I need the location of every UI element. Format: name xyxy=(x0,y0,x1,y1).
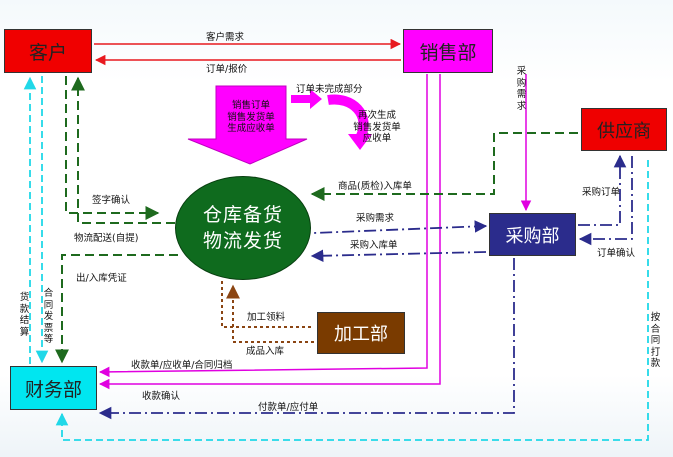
sales-docs-line3: 生成应收单 xyxy=(227,123,275,134)
purchase-dept-node: 采购部 xyxy=(489,213,576,256)
curved-arrow-head xyxy=(348,134,372,150)
regen-line1: 再次生成 xyxy=(357,110,396,121)
label-order-quote: 订单/报价 xyxy=(206,64,248,75)
arrow-purchase-demand xyxy=(313,220,488,234)
label-purchase-demand: 采购需求 xyxy=(356,213,395,224)
regen-line2: 销售发货单 xyxy=(353,121,401,133)
arrow-order-confirm xyxy=(578,156,633,246)
processing-dept-node: 加工部 xyxy=(317,312,405,354)
arrow-payment-docs xyxy=(98,258,515,420)
arrow-goods-inbound xyxy=(310,132,578,201)
label-purchase-order: 采购订单 xyxy=(582,187,621,198)
label-order-unfinished: 订单未完成部分 xyxy=(296,84,363,95)
label-by-contract-pay-vertical: 按合同打款 xyxy=(650,312,661,369)
line-sales-finance-outer xyxy=(98,74,441,390)
sales-docs-line1: 销售订单 xyxy=(231,100,270,111)
warehouse-line1: 仓库备货 xyxy=(202,204,283,226)
label-purchase-demand-vertical: 采购需求 xyxy=(516,66,527,112)
sales-dept-node: 销售部 xyxy=(403,29,493,73)
arrow-purchase-order xyxy=(578,154,627,226)
arrow-delivery-to-customer xyxy=(71,76,175,224)
label-receipt-confirm: 收款确认 xyxy=(142,391,181,402)
label-payment-settle-vertical: 货款结算 xyxy=(19,292,30,338)
label-order-confirm: 订单确认 xyxy=(597,248,636,259)
big-down-arrow xyxy=(187,85,308,165)
label-regenerate: 再次生成 销售发货单 应收单 xyxy=(344,110,410,145)
arrow-purchase-inbound xyxy=(310,249,487,263)
label-goods-inbound: 商品(质检)入库单 xyxy=(338,181,412,192)
arrow-by-contract-pay xyxy=(55,160,649,441)
label-sales-docs: 销售订单 销售发货单 生成应收单 xyxy=(218,100,284,135)
regen-line3: 应收单 xyxy=(362,133,392,144)
label-receipt-docs: 收款单/应收单/合同归档 xyxy=(131,360,233,371)
label-purchase-inbound: 采购入库单 xyxy=(350,240,398,251)
finance-dept-node: 财务部 xyxy=(10,366,97,410)
label-sign-confirm: 签字确认 xyxy=(92,195,131,206)
label-delivery: 物流配送(自提) xyxy=(74,233,139,244)
small-right-arrow xyxy=(291,89,322,109)
warehouse-line2: 物流发货 xyxy=(202,230,283,252)
arrow-in-out-voucher xyxy=(55,254,178,364)
supplier-node: 供应商 xyxy=(581,108,667,151)
label-contract-invoice-vertical: 合同发票等 xyxy=(43,288,54,345)
label-customer-demand: 客户需求 xyxy=(206,32,245,43)
line-sales-finance-inner xyxy=(98,74,428,378)
arrow-sign-confirm xyxy=(65,76,160,220)
sales-docs-line2: 销售发货单 xyxy=(227,111,275,123)
label-in-out-voucher: 出/入库凭证 xyxy=(76,273,127,284)
warehouse-node: 仓库备货 物流发货 xyxy=(175,176,311,280)
curved-arrow xyxy=(327,94,369,141)
customer-node: 客户 xyxy=(4,29,92,73)
label-payment-docs: 付款单/应付单 xyxy=(258,402,319,413)
label-process-material: 加工领料 xyxy=(247,312,286,323)
arrow-finished-inbound xyxy=(226,284,314,343)
label-finished-inbound: 成品入库 xyxy=(246,346,285,357)
